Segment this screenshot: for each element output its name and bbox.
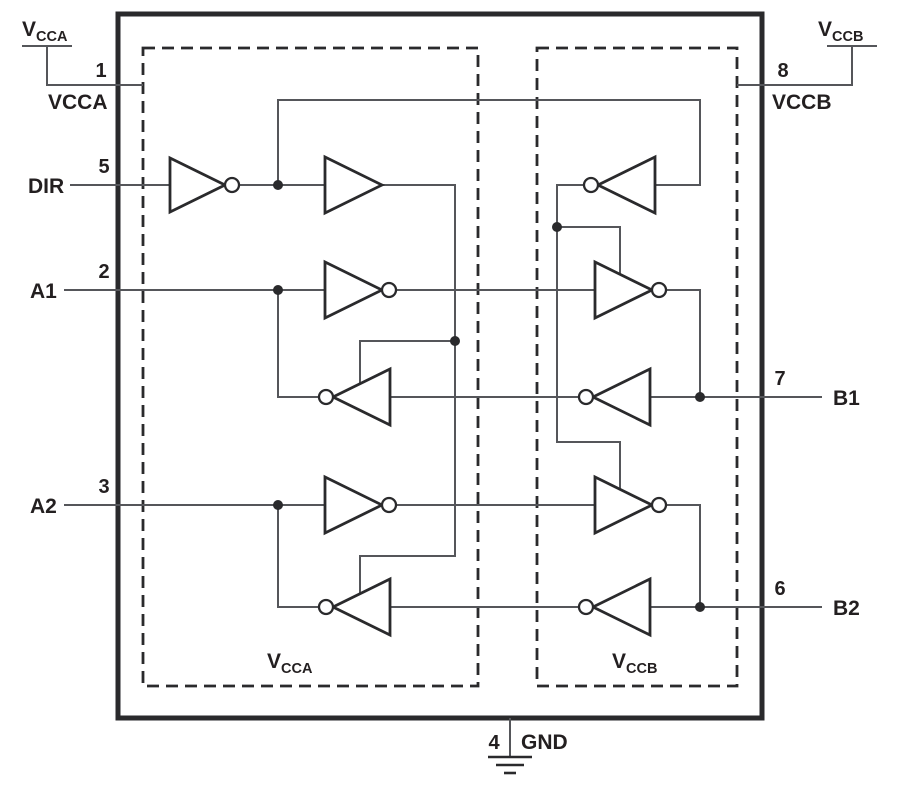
pin-b2-label: B2 [833, 597, 860, 620]
wire-b2-driver-out [666, 504, 701, 607]
ic-outline [115, 11, 765, 721]
a1-input-inverter-icon [323, 259, 398, 321]
pin-vccb-label: VCCB [772, 91, 832, 114]
pin-dir-label: DIR [28, 175, 64, 198]
vcca-island-box [141, 46, 480, 688]
vccb-external-label: VCCB [818, 18, 863, 45]
b1-output-inverter-icon [593, 259, 668, 321]
pin-8-number: 8 [777, 60, 788, 82]
vccb-supply-tap [737, 45, 877, 86]
wire-enable-b-rail [556, 184, 621, 489]
pin-7-number: 7 [774, 368, 785, 390]
pin-4-number: 4 [488, 732, 500, 754]
dir-buffer-icon [323, 154, 386, 216]
pin-gnd-label: GND [521, 731, 568, 754]
pin-vcca-label: VCCA [48, 91, 108, 114]
pin-3-number: 3 [98, 476, 109, 498]
a1-output-inverter-icon [317, 366, 392, 428]
ground-symbol-icon [488, 755, 532, 775]
vccb-dir-inverter-icon [582, 154, 657, 216]
pin-6-number: 6 [774, 578, 785, 600]
junction-dot [450, 336, 460, 346]
junction-dot [552, 222, 562, 232]
wire-b1-driver-out [666, 289, 701, 397]
wire-enable-b-branch [557, 226, 621, 274]
vccb-island-box [535, 46, 739, 688]
dir-inverter-icon [168, 155, 241, 215]
b2-input-inverter-icon [577, 576, 652, 638]
vccb-island-label: VCCB [612, 650, 657, 677]
pin-5-number: 5 [98, 156, 109, 178]
b1-input-inverter-icon [577, 366, 652, 428]
wire-a2-driver-out [277, 505, 319, 608]
pin-a1-label: A1 [30, 280, 57, 303]
wire-a1-driver-out [277, 290, 319, 398]
junction-dot [695, 602, 705, 612]
junction-dot [273, 285, 283, 295]
pin-2-number: 2 [98, 261, 109, 283]
vcca-supply-tap [22, 45, 143, 86]
pin-b1-label: B1 [833, 387, 860, 410]
vcca-island-label: VCCA [267, 650, 313, 677]
pin-1-number: 1 [95, 60, 106, 82]
wire-dir-cross-rail [277, 99, 701, 186]
a2-output-inverter-icon [317, 576, 392, 638]
wire-enable-a-branch [359, 340, 455, 384]
wire-enable-a-rail [359, 184, 456, 594]
junction-dot [273, 500, 283, 510]
pin-a2-label: A2 [30, 495, 57, 518]
a2-input-inverter-icon [323, 474, 398, 536]
vcca-external-label: VCCA [22, 18, 68, 45]
b2-output-inverter-icon [593, 474, 668, 536]
junction-dot [273, 180, 283, 190]
junction-dot [695, 392, 705, 402]
